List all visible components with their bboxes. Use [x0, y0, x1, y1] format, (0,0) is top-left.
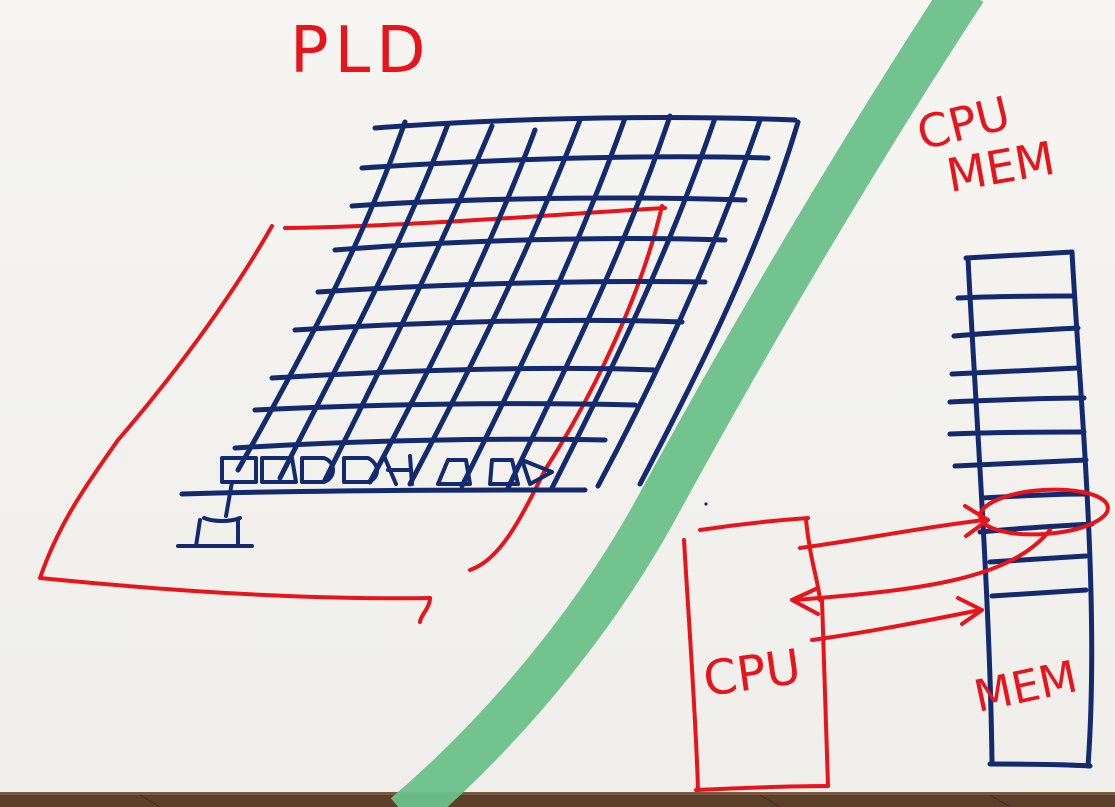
arrow-cpu-to-mem-upper	[798, 518, 987, 550]
mem-column-label: MEM	[970, 651, 1082, 722]
arrow-cpu-to-mem-lower	[810, 608, 982, 642]
cpu-box-label: CPU	[700, 639, 804, 708]
pld-label: PLD	[290, 14, 432, 88]
pld-grid	[179, 113, 801, 497]
pld-red-outline	[38, 204, 667, 624]
arrow-mem-to-cpu-curve	[793, 528, 1052, 602]
memory-column	[947, 249, 1095, 769]
cpu-memory-arrows	[790, 504, 1052, 642]
pld-logic-cells	[176, 454, 554, 548]
floor-strip	[0, 792, 1115, 807]
green-divider-stroke	[390, 0, 984, 807]
cpu-box	[682, 502, 830, 792]
